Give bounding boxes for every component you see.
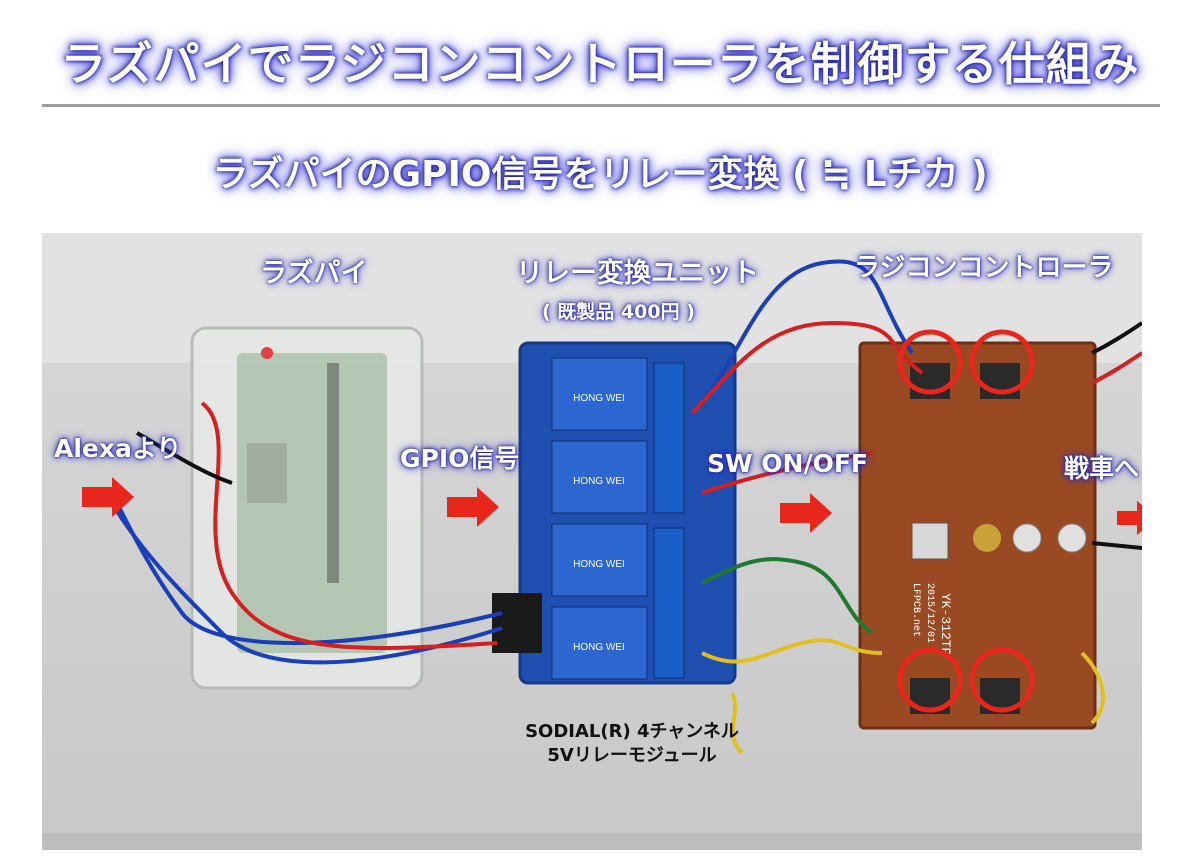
arrow-tank — [1117, 501, 1142, 535]
page-title: ラズパイでラジコンコントローラを制御する仕組み — [60, 37, 1140, 91]
relay-brand-1: HONG WEI — [573, 393, 625, 404]
setup-photo: HONG WEI HONG WEI HONG WEI HONG WEI YK-3… — [42, 233, 1142, 850]
label-sw-onoff: SW ON/OFF — [707, 449, 868, 478]
title-divider — [42, 104, 1160, 107]
label-from-alexa: Alexaより — [54, 434, 182, 463]
arrow-sw — [780, 493, 832, 533]
highlight-circle-top-right — [969, 329, 1035, 395]
pcb-model-text: YK-312TP — [938, 593, 953, 656]
page-subtitle: ラズパイのGPIO信号をリレー変換 ( ≒ Lチカ ) — [212, 154, 988, 195]
label-to-tank: 戦車へ — [1064, 454, 1140, 483]
label-module-line1: SODIAL(R) 4チャンネル — [525, 721, 739, 742]
label-module-line2: 5Vリレーモジュール — [547, 745, 717, 766]
highlight-circle-bottom-right — [969, 647, 1035, 713]
pcb-date-text: 2015/12/01 — [924, 583, 936, 643]
signal-arrows — [82, 477, 1142, 535]
arrow-gpio — [447, 487, 499, 527]
wires — [110, 259, 1142, 755]
label-gpio-signal: GPIO信号 — [400, 444, 520, 473]
label-relay-price: ( 既製品 400円 ) — [542, 301, 695, 323]
pcb-site-text: LFPCB.net — [910, 583, 921, 637]
label-raspi: ラズパイ — [260, 258, 368, 289]
photo-illustration: HONG WEI HONG WEI HONG WEI HONG WEI YK-3… — [42, 233, 1142, 850]
relay-module: HONG WEI HONG WEI HONG WEI HONG WEI — [492, 341, 737, 685]
label-relay-unit: リレー変換ユニット — [516, 258, 759, 289]
label-controller: ラジコンコントローラ — [854, 253, 1114, 283]
highlight-circle-top-left — [897, 329, 963, 395]
relay-brand-2: HONG WEI — [573, 476, 625, 487]
highlight-circle-bottom-left — [897, 647, 963, 713]
arrow-alexa — [82, 477, 134, 517]
button-highlights — [897, 329, 1035, 713]
relay-brand-4: HONG WEI — [573, 642, 625, 653]
raspberry-pi-case — [190, 326, 424, 690]
controller-pcb: YK-312TP LFPCB.net 2015/12/01 — [858, 341, 1097, 730]
relay-brand-3: HONG WEI — [573, 559, 625, 570]
